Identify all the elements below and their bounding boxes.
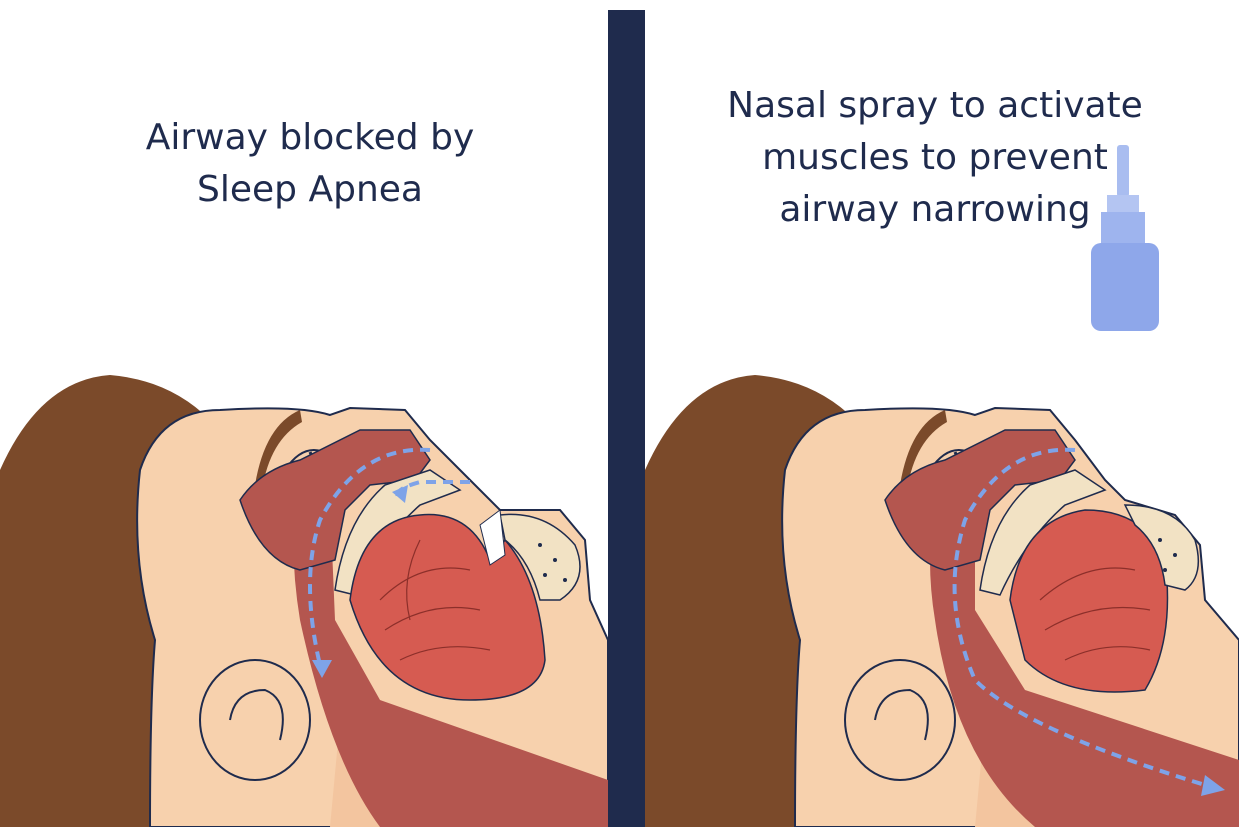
- panel-divider: [608, 10, 645, 827]
- ear: [845, 660, 955, 780]
- tongue-open: [1010, 510, 1168, 692]
- left-panel-blocked-airway: Airway blocked by Sleep Apnea: [0, 0, 608, 827]
- ear: [200, 660, 310, 780]
- nasal-spray-bottle-icon: [1091, 145, 1159, 331]
- right-panel-open-airway: Nasal spray to activate muscles to preve…: [645, 0, 1239, 827]
- open-airway-illustration: [645, 0, 1239, 827]
- blocked-airway-illustration: [0, 0, 608, 827]
